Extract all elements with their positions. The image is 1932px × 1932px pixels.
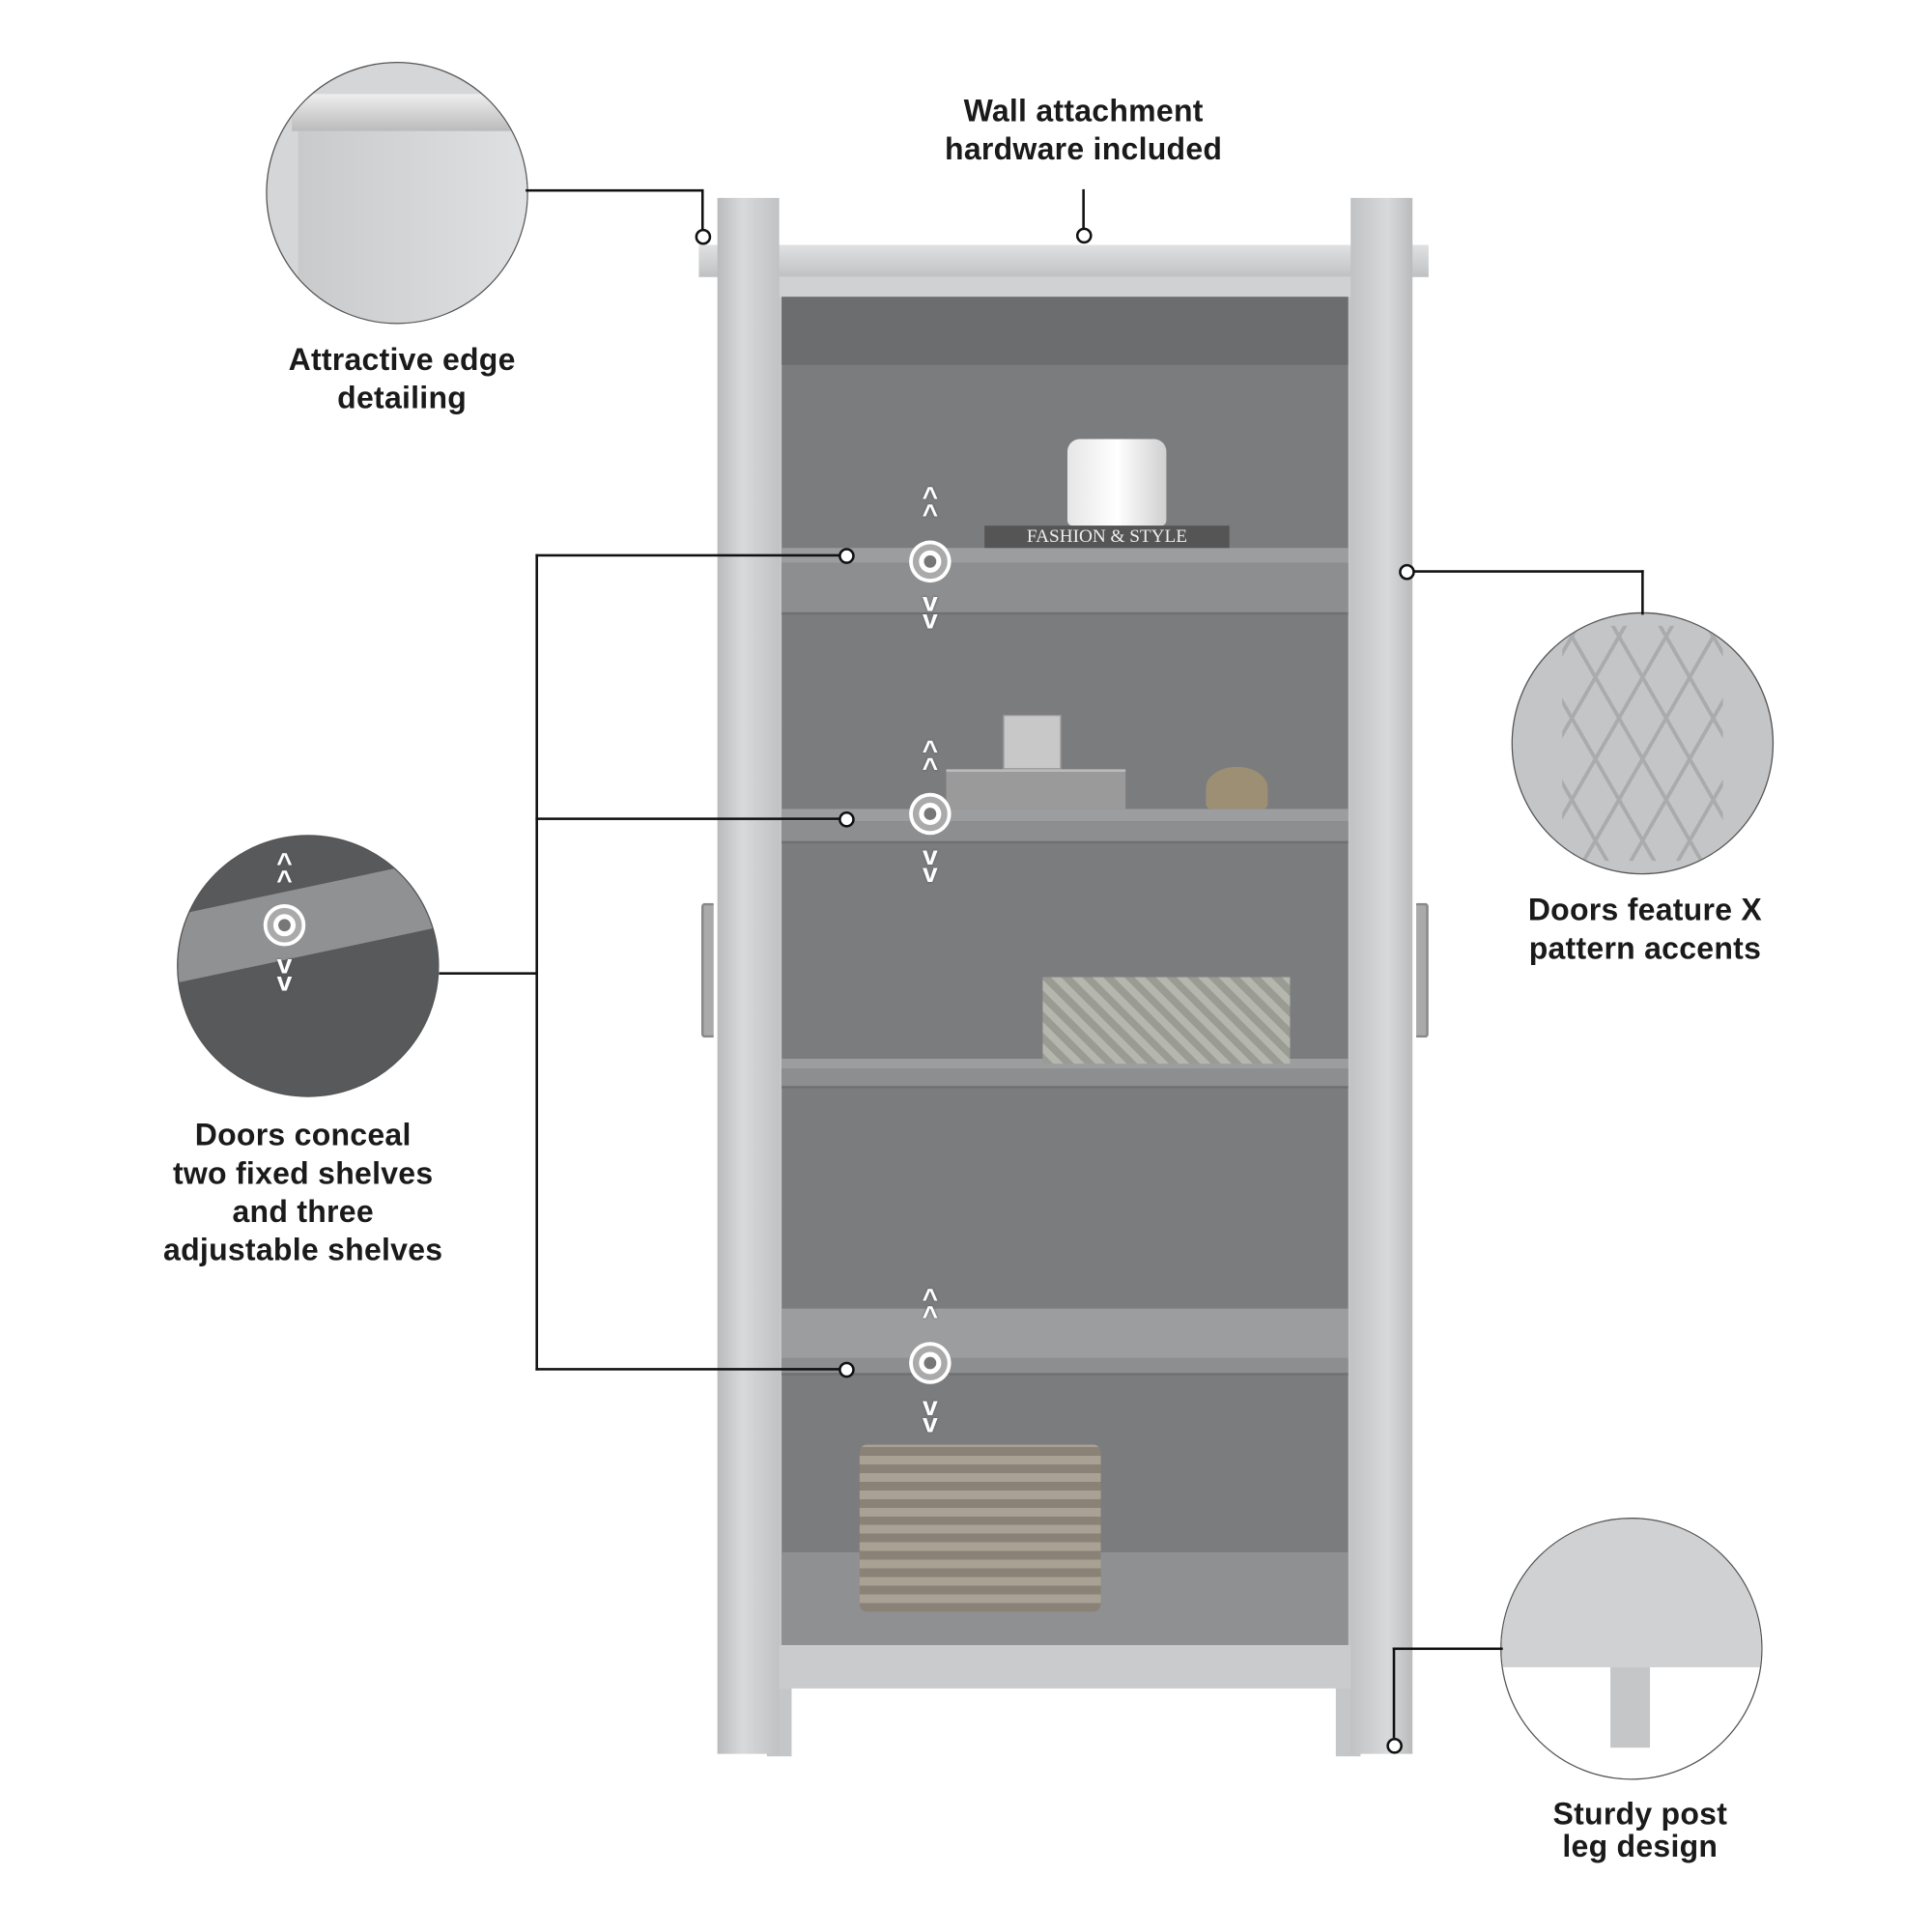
edge-detail-closeup	[266, 62, 528, 325]
shelf-2-surface	[781, 809, 1349, 822]
shelf-leader-branch-2	[535, 817, 840, 820]
left-door[interactable]	[717, 197, 780, 1754]
decor-pen-holder	[1206, 766, 1268, 810]
door-leader-line	[1413, 570, 1644, 573]
shelf-adjust-up-chevrons-icon: ^^	[922, 734, 939, 783]
edge-leader-dot	[695, 228, 712, 245]
shelf-pin-target-icon	[912, 796, 948, 832]
right-door-handle[interactable]	[1416, 902, 1429, 1038]
shelf-leader-dot	[838, 548, 855, 564]
shelf-4	[781, 1357, 1349, 1376]
leg-leader-line-vertical	[1392, 1647, 1396, 1738]
callout-line: Sturdy post	[1552, 1797, 1728, 1833]
callout-line: pattern accents	[1528, 931, 1762, 966]
shelf-3-surface	[781, 1059, 1349, 1069]
shelf-leader-branch-1	[535, 554, 840, 557]
shelf-leader-dot	[838, 1361, 855, 1378]
shelf-pin-target-icon	[912, 544, 948, 580]
wall-leader-line	[1082, 188, 1085, 229]
decor-books	[946, 769, 1126, 810]
closeup-shelf-edge	[178, 856, 439, 983]
shelf-leader-line	[439, 972, 538, 975]
callout-line: hardware included	[945, 132, 1223, 167]
decor-diffuser	[1003, 715, 1062, 770]
shelf-3	[781, 1068, 1349, 1089]
wall-leader-dot	[1075, 227, 1093, 244]
shelf-1-surface	[781, 548, 1349, 563]
decor-book: FASHION & STYLE	[984, 526, 1230, 549]
cabinet-crown-lower	[760, 276, 1367, 298]
callout-shelves: Doors conceal two fixed shelves and thre…	[136, 1117, 470, 1270]
decor-macrame-basket	[1042, 977, 1291, 1065]
shelf-leader-branch-3	[535, 1368, 840, 1371]
callout-line: detailing	[337, 381, 468, 416]
cabinet-interior	[781, 297, 1349, 1645]
closeup-crown	[292, 94, 527, 131]
right-door[interactable]	[1350, 197, 1413, 1754]
callout-line: Wall attachment	[963, 94, 1204, 129]
callout-doors-x-pattern: Doors feature X pattern accents	[1484, 892, 1805, 968]
callout-post-leg: Sturdy post leg design	[1484, 1799, 1796, 1863]
shelf-leader-dot	[838, 810, 855, 828]
shelf-1	[781, 562, 1349, 615]
callout-line: and three	[232, 1194, 374, 1230]
cabinet-top-panel	[781, 297, 1349, 365]
door-leader-line-vertical	[1641, 570, 1644, 615]
door-leader-dot	[1399, 563, 1415, 581]
shelf-pin-target-icon	[912, 1346, 948, 1380]
shelf-2	[781, 821, 1349, 844]
door-pattern-closeup	[1511, 611, 1775, 875]
callout-line: Doors conceal	[194, 1118, 412, 1153]
edge-leader-line	[526, 188, 703, 192]
closeup-door-x-pattern	[1562, 625, 1723, 862]
callout-line: two fixed shelves	[172, 1156, 434, 1192]
cabinet-crown	[698, 244, 1429, 277]
post-leg-closeup	[1500, 1518, 1763, 1780]
book-title: FASHION & STYLE	[1026, 526, 1188, 547]
callout-edge-detailing: Attractive edge detailing	[247, 341, 556, 417]
left-door-handle[interactable]	[700, 902, 714, 1038]
shelf-adjust-up-chevrons-icon: ^^	[922, 1282, 939, 1331]
cabinet-base	[766, 1644, 1361, 1689]
callout-line: Doors feature X	[1527, 893, 1763, 928]
decor-jar	[1066, 439, 1167, 526]
decor-wicker-basket	[859, 1444, 1101, 1612]
callout-wall-attachment: Wall attachment hardware included	[910, 93, 1257, 169]
shelf-leader-bracket	[535, 554, 538, 1371]
closeup-leg	[1610, 1666, 1651, 1748]
shelf-4-surface	[781, 1308, 1349, 1358]
shelf-adjust-up-chevrons-icon: ^^	[922, 481, 939, 530]
closeup-side	[298, 130, 527, 324]
edge-leader-line-vertical	[700, 188, 704, 231]
closeup-cabinet-base	[1501, 1519, 1762, 1667]
callout-line: leg design	[1562, 1829, 1719, 1864]
shelf-pin-target-icon	[267, 907, 302, 943]
leg-leader-dot	[1386, 1737, 1403, 1754]
shelf-adjust-up-chevrons-icon: ^^	[276, 847, 293, 896]
callout-line: adjustable shelves	[163, 1233, 443, 1268]
callout-line: Attractive edge	[288, 342, 516, 378]
leg-leader-line	[1392, 1647, 1503, 1651]
